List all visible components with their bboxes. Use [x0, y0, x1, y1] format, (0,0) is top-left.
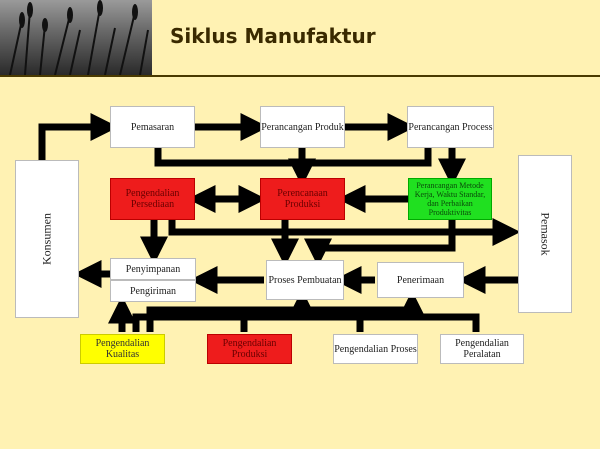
perancangan-metode-box: Perancangan Metode Kerja, Waktu Standar,…: [408, 178, 492, 220]
pengendalian-persediaan-box: Pengendalian Persediaan: [110, 178, 195, 220]
pengendalian-kualitas-box: Pengendalian Kualitas: [80, 334, 165, 364]
konsumen-box: Konsumen: [15, 160, 79, 318]
penerimaan-box: Penerimaan: [377, 262, 464, 298]
proses-pembuatan-box: Proses Pembuatan: [266, 260, 344, 300]
perancangan-produk-box: Perancangan Produk: [260, 106, 345, 148]
pemasok-box: Pemasok: [518, 155, 572, 313]
page-title: Siklus Manufaktur: [170, 24, 376, 48]
pemasok-label: Pemasok: [538, 212, 553, 256]
perencanaan-produksi-box: Perencanaan Produksi: [260, 178, 345, 220]
wheat-field-photo: [0, 0, 152, 75]
pengendalian-produksi-box: Pengendalian Produksi: [207, 334, 292, 364]
perancangan-process-box: Perancangan Process: [407, 106, 494, 148]
penyimpanan-box: Penyimpanan: [110, 258, 196, 280]
pengendalian-proses-box: Pengendalian Proses: [333, 334, 418, 364]
konsumen-label: Konsumen: [39, 213, 54, 265]
pengendalian-peralatan-box: Pengendalian Peralatan: [440, 334, 524, 364]
pemasaran-box: Pemasaran: [110, 106, 195, 148]
wheat-silhouette-icon: [9, 0, 149, 75]
pengiriman-box: Pengiriman: [110, 280, 196, 302]
